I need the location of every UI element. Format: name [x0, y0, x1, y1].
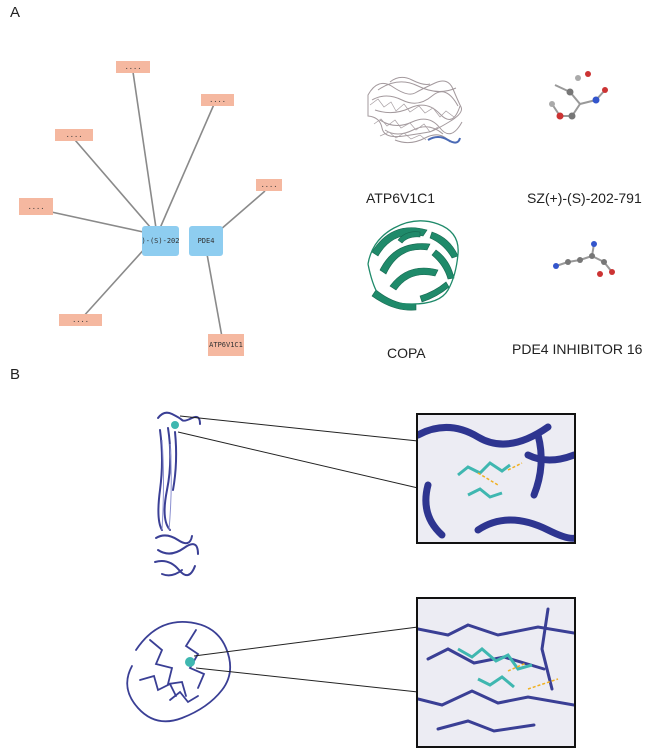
gene-node: .... [116, 61, 150, 73]
docking-zoom-top [416, 413, 576, 544]
panel-label-b: B [10, 366, 21, 383]
atp6v1c1-label: ATP6V1C1 [366, 190, 435, 206]
gene-node: .... [59, 314, 102, 326]
docking-zoom-bottom [416, 597, 576, 748]
panel-label-a: A [10, 4, 21, 21]
gene-node: .... [19, 198, 53, 215]
edge [74, 139, 158, 236]
drug-node: SZ(+)-(S)-202-791 [142, 226, 179, 256]
drug-node: PDE4 [189, 226, 223, 256]
gene-node: ATP6V1C1 [208, 334, 244, 356]
edge [156, 101, 216, 236]
gene-node: .... [55, 129, 93, 141]
copa-label: COPA [387, 345, 426, 361]
edge [132, 71, 158, 236]
sz-label: SZ(+)-(S)-202-791 [527, 190, 642, 206]
edge [204, 242, 223, 338]
gene-node: .... [201, 94, 234, 106]
gene-node: .... [256, 179, 282, 191]
edge [32, 207, 158, 236]
pde4-label: PDE4 INHIBITOR 16 [512, 341, 643, 357]
